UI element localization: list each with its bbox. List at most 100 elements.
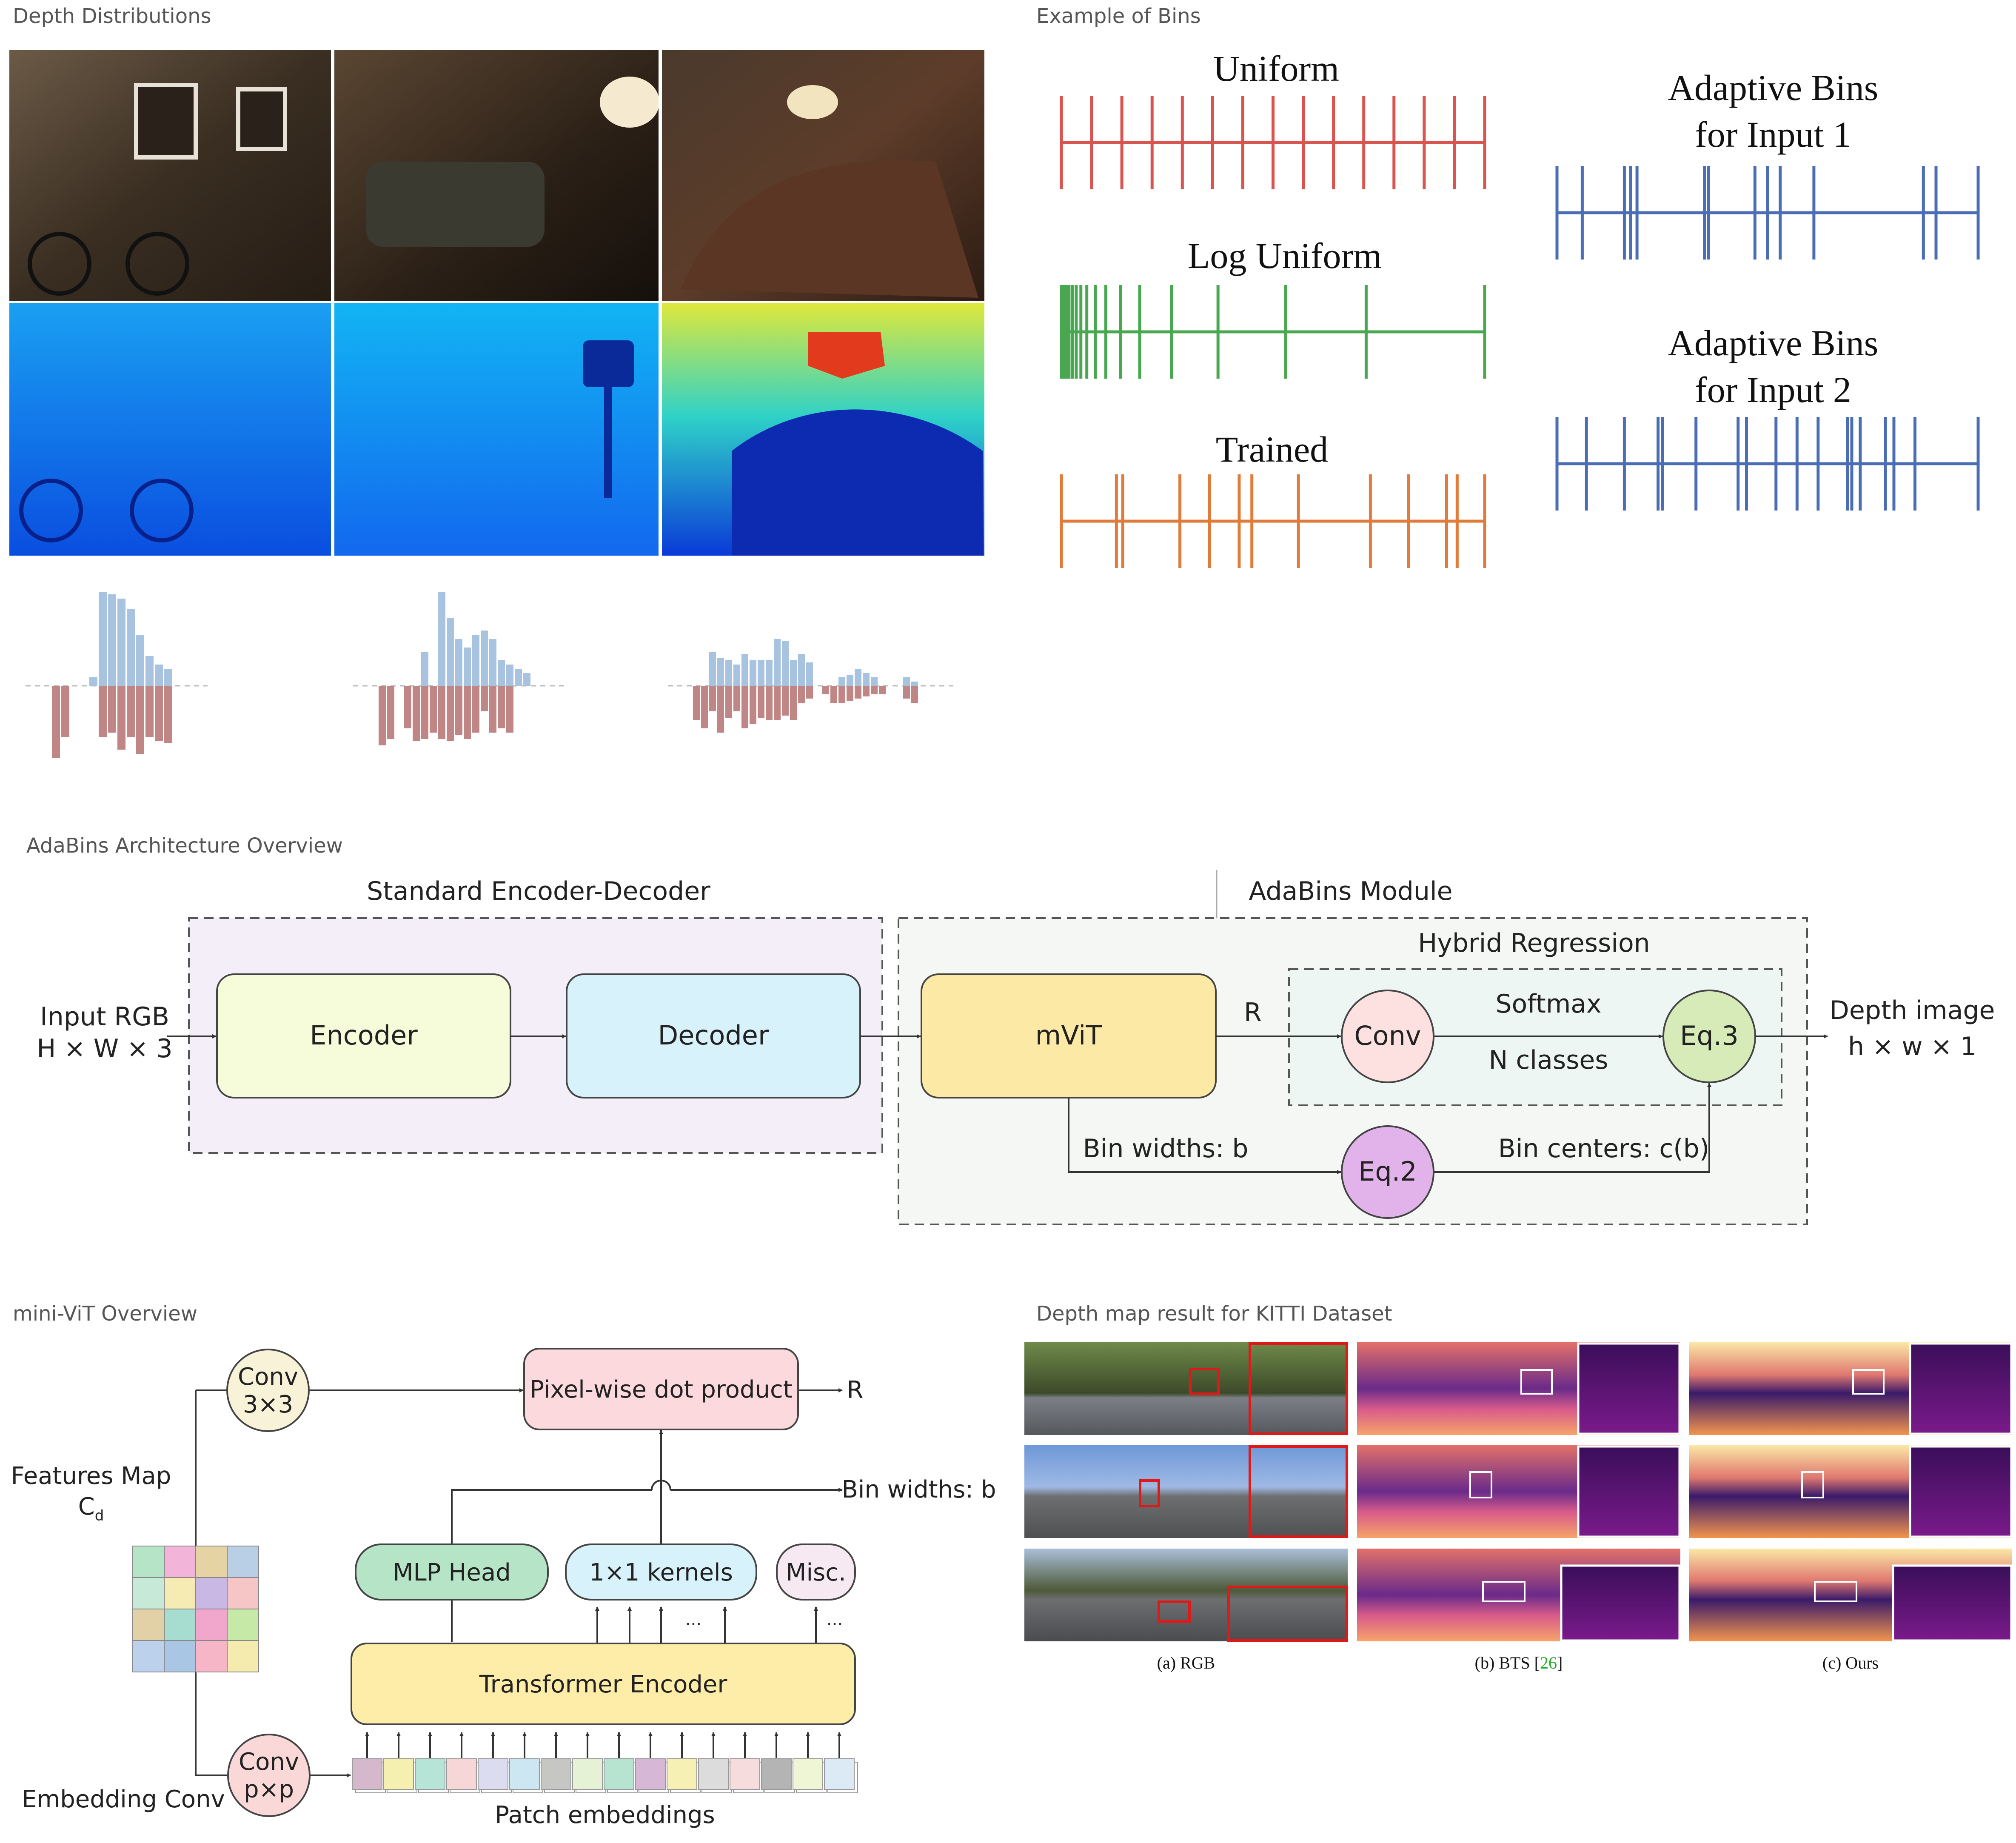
patch-embedding: [478, 1758, 508, 1790]
histogram-bar-up: [863, 673, 870, 686]
misc-ellipsis: ...: [827, 1610, 843, 1629]
histogram-bar-down: [806, 686, 813, 699]
log-uniform-bins: [1060, 285, 1486, 379]
patch-embedding: [604, 1758, 634, 1790]
histogram-bar-up: [766, 660, 773, 686]
histogram-bar-up: [164, 669, 172, 686]
kitti-rgb-2: [1024, 1445, 1348, 1538]
input-label-line1: Input RGB: [40, 1002, 169, 1032]
histogram-bar-down: [387, 686, 394, 739]
mvit-label: mViT: [1035, 1020, 1103, 1051]
histogram-bar-up: [798, 654, 805, 686]
caption-rgb: (a) RGB: [1157, 1653, 1215, 1672]
architecture-panel: AdaBins Architecture Overview Standard E…: [0, 825, 2016, 1251]
bins-example-title: Example of Bins: [1036, 4, 1201, 28]
misc-box: [776, 1543, 856, 1600]
depth-map-1: [9, 303, 331, 556]
convpxp-label-line2: p×p: [244, 1776, 294, 1803]
histogram-bar-down: [472, 686, 479, 733]
histogram-bar-down: [717, 686, 724, 733]
bins-example-figure: Uniform Log Uniform Trained Adaptive Bin…: [1060, 48, 1980, 568]
histogram-bar-up: [481, 630, 488, 686]
patch-embedding: [572, 1758, 603, 1790]
histogram-bar-down: [741, 686, 748, 728]
patch-embedding: [541, 1758, 571, 1790]
misc-label: Misc.: [786, 1559, 846, 1586]
histogram-bar-down: [774, 686, 781, 720]
kitti-title: Depth map result for KITTI Dataset: [1036, 1302, 1392, 1326]
histogram-bar-down: [903, 686, 910, 699]
histogram-bar-down: [155, 686, 163, 741]
histogram-bar-up: [89, 677, 97, 686]
convpxp-node: [227, 1734, 311, 1817]
hybrid-regression-label: Hybrid Regression: [1418, 928, 1650, 958]
histogram-bar-down: [701, 686, 708, 728]
histogram-bar-up: [911, 682, 918, 686]
histogram-bar-down: [798, 686, 805, 703]
histogram-bar-up: [145, 656, 154, 686]
histogram-bar-down: [464, 686, 471, 739]
histogram-bar-up: [136, 635, 144, 686]
histogram-bar-up: [506, 665, 513, 686]
kernels-box: [565, 1543, 757, 1600]
patch-embedding: [761, 1758, 792, 1790]
features-map-label-line1: Features Map: [11, 1462, 171, 1490]
minivit-diagram: Conv 3×3 Pixel-wise dot product R Bin wi…: [11, 1348, 996, 1829]
histogram-bar-down: [782, 686, 789, 716]
histogram-bar-up: [790, 660, 797, 686]
histogram-bar-up: [99, 592, 107, 686]
histogram-bar-up: [464, 648, 471, 686]
feature-cell: [227, 1577, 259, 1609]
patch-embedding: [698, 1758, 729, 1790]
depth-distributions-figure: [9, 50, 984, 758]
histogram-bar-down: [430, 686, 437, 733]
histogram-bar-up: [855, 669, 861, 686]
patch-embedding: [824, 1758, 855, 1790]
histogram-bar-down: [108, 686, 116, 733]
kitti-figure: (a) RGB (b) BTS [26] (c) Ours: [1024, 1342, 2013, 1672]
feature-cell: [132, 1546, 165, 1578]
patch-embedding: [383, 1758, 414, 1790]
histogram-bar-down: [164, 686, 172, 743]
histogram-bar-up: [782, 641, 789, 686]
feature-cell: [195, 1640, 228, 1672]
features-map-label-line2: Cd: [78, 1493, 104, 1524]
histogram-bar-down: [838, 686, 845, 703]
r-label: R: [1244, 998, 1262, 1027]
output-label-line1: Depth image: [1830, 996, 1995, 1025]
histogram-bar-up: [903, 677, 910, 686]
histogram-bar-down: [413, 686, 420, 741]
histogram-bar-up: [806, 662, 813, 686]
adaptive2-bins: [1555, 417, 1980, 511]
feature-cell: [164, 1577, 196, 1609]
histogram-bar-down: [117, 686, 125, 750]
histogram-bar-down: [379, 686, 386, 745]
histogram-bar-down: [61, 686, 69, 737]
conv-label: Conv: [1354, 1020, 1421, 1051]
histogram-bar-down: [447, 686, 454, 741]
eq2-label: Eq.2: [1358, 1156, 1417, 1187]
histogram-bar-up: [523, 673, 530, 686]
caption-bts: (b) BTS [26]: [1475, 1653, 1563, 1672]
mlp-head-box: [355, 1543, 549, 1600]
depth-histograms: [26, 592, 953, 758]
minivit-title: mini-ViT Overview: [13, 1302, 198, 1326]
histogram-bar-up: [498, 660, 505, 686]
feature-cell: [195, 1577, 228, 1609]
feature-cell: [132, 1577, 165, 1609]
histogram-bar-down: [99, 686, 107, 737]
histogram-bar-up: [733, 665, 740, 686]
depth-distributions-title: Depth Distributions: [13, 4, 211, 28]
output-label-line2: h × w × 1: [1848, 1032, 1976, 1061]
bin-widths-label: Bin widths: b: [1083, 1134, 1249, 1164]
encoder-label: Encoder: [310, 1020, 418, 1051]
histogram-bar-up: [838, 677, 845, 686]
n-classes-label: N classes: [1488, 1045, 1608, 1075]
adabins-module-label: AdaBins Module: [1249, 876, 1452, 906]
histogram-bar-up: [455, 639, 462, 686]
histogram-bar-up: [847, 675, 853, 686]
histogram-bar-down: [489, 686, 496, 733]
histogram-bar-up: [108, 594, 116, 686]
features-map-grid: [132, 1546, 259, 1672]
histogram-bar-up: [421, 652, 428, 686]
